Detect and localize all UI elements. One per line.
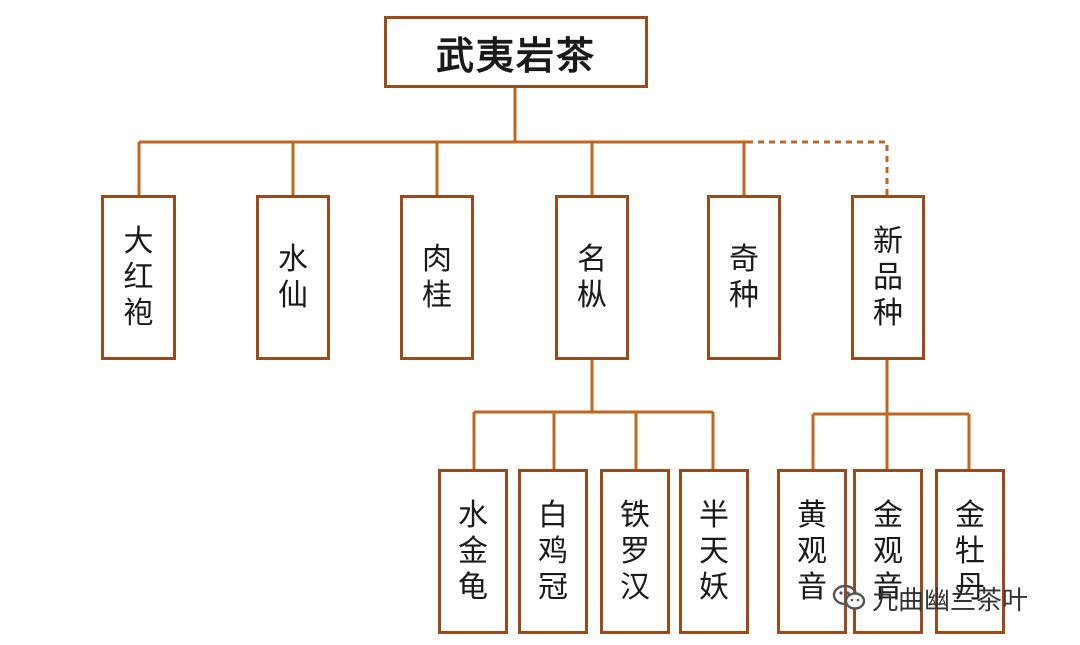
category-dahongpao: 大红袍 bbox=[101, 195, 176, 360]
mingcong-child-shuijingui: 水金龟 bbox=[438, 469, 508, 634]
xinpinzhong-child-jinguanyin: 金观音 bbox=[853, 469, 923, 634]
category-label: 新品种 bbox=[873, 224, 903, 332]
label-char: 金 bbox=[873, 497, 903, 533]
xinpinzhong-child-huangguanyin: 黄观音 bbox=[777, 469, 847, 634]
category-xinpinzhong: 新品种 bbox=[851, 195, 925, 360]
mingcong-child-baijiguan: 白鸡冠 bbox=[518, 469, 588, 634]
watermark: 九曲幽兰茶叶 bbox=[832, 580, 1028, 616]
label-char: 半 bbox=[699, 497, 729, 533]
child-label: 金牡丹 bbox=[955, 498, 985, 606]
child-label: 铁罗汉 bbox=[620, 498, 650, 606]
label-char: 白 bbox=[538, 497, 568, 533]
label-char: 妖 bbox=[699, 569, 729, 605]
label-char: 品 bbox=[873, 259, 903, 295]
category-shuixian: 水仙 bbox=[256, 195, 330, 360]
child-label: 黄观音 bbox=[797, 498, 827, 606]
label-char: 牡 bbox=[955, 533, 985, 569]
label-char: 音 bbox=[873, 569, 903, 605]
category-rougui: 肉桂 bbox=[400, 195, 474, 360]
xinpinzhong-child-jinmudan: 金牡丹 bbox=[935, 469, 1005, 634]
label-char: 袍 bbox=[123, 295, 154, 331]
label-char: 观 bbox=[873, 533, 903, 569]
category-label: 肉桂 bbox=[422, 242, 452, 314]
child-label: 金观音 bbox=[873, 498, 903, 606]
label-char: 红 bbox=[123, 259, 154, 295]
label-char: 罗 bbox=[620, 533, 650, 569]
label-char: 仙 bbox=[278, 277, 308, 313]
label-char: 龟 bbox=[458, 569, 488, 605]
label-char: 观 bbox=[797, 533, 827, 569]
label-char: 天 bbox=[699, 533, 729, 569]
label-char: 水 bbox=[458, 497, 488, 533]
root-node: 武夷岩茶 bbox=[384, 16, 648, 88]
root-label: 武夷岩茶 bbox=[435, 33, 596, 78]
connector-dashed-newvariety bbox=[747, 140, 889, 195]
label-char: 冠 bbox=[538, 569, 568, 605]
label-char: 奇 bbox=[729, 241, 759, 277]
label-char: 黄 bbox=[797, 497, 827, 533]
child-label: 水金龟 bbox=[458, 498, 488, 606]
child-label: 白鸡冠 bbox=[538, 498, 568, 606]
watermark-text: 九曲幽兰茶叶 bbox=[872, 585, 1029, 616]
label-char: 汉 bbox=[620, 569, 650, 605]
label-char: 金 bbox=[458, 533, 488, 569]
mingcong-child-bantianyao: 半天妖 bbox=[679, 469, 749, 634]
category-label: 名枞 bbox=[577, 242, 607, 314]
label-char: 新 bbox=[873, 223, 903, 259]
label-char: 名 bbox=[577, 241, 607, 277]
category-qizhong: 奇种 bbox=[707, 195, 781, 360]
label-char: 种 bbox=[729, 277, 759, 313]
label-char: 金 bbox=[955, 497, 985, 533]
label-char: 水 bbox=[278, 241, 308, 277]
child-label: 半天妖 bbox=[699, 498, 729, 606]
label-char: 鸡 bbox=[538, 533, 568, 569]
label-char: 音 bbox=[797, 569, 827, 605]
label-char: 桂 bbox=[422, 277, 452, 313]
category-label: 大红袍 bbox=[124, 224, 154, 332]
wechat-icon bbox=[832, 584, 866, 610]
label-char: 肉 bbox=[422, 241, 452, 277]
label-char: 大 bbox=[123, 223, 154, 259]
mingcong-child-tieluohan: 铁罗汉 bbox=[600, 469, 670, 634]
label-char: 种 bbox=[873, 295, 903, 331]
category-mingcong: 名枞 bbox=[555, 195, 629, 360]
category-label: 水仙 bbox=[278, 242, 308, 314]
label-char: 铁 bbox=[620, 497, 650, 533]
label-char: 丹 bbox=[955, 569, 985, 605]
category-label: 奇种 bbox=[729, 242, 759, 314]
label-char: 枞 bbox=[577, 277, 607, 313]
